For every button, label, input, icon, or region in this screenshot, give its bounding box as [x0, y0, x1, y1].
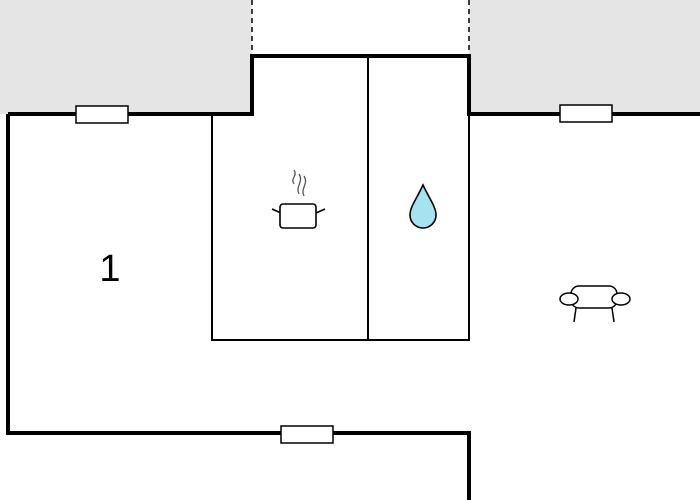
room-number-label: 1 — [99, 248, 121, 290]
exterior-area-right — [469, 0, 700, 114]
cooking-pot-icon — [271, 169, 326, 229]
interior-wall-block — [211, 114, 470, 341]
window-top-left — [75, 105, 129, 124]
exterior-area-left — [0, 0, 252, 114]
sofa-icon — [559, 285, 631, 323]
window-bottom — [280, 425, 334, 444]
window-top-right — [559, 104, 613, 123]
water-drop-icon — [409, 183, 437, 229]
